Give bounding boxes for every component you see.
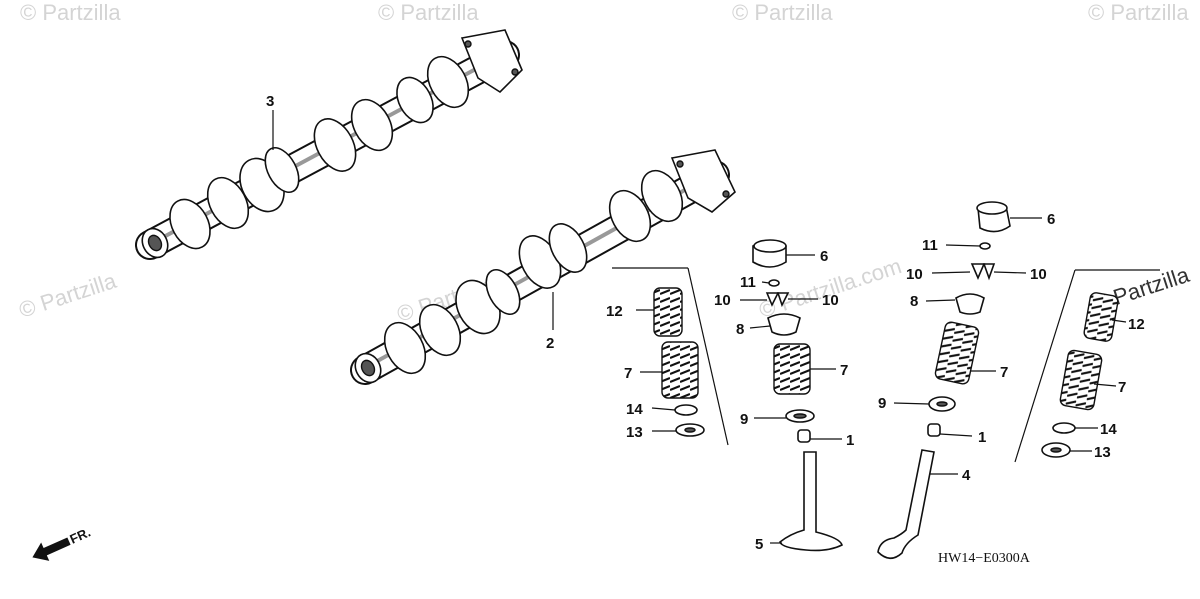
callout-5[interactable]: 5 [755,536,763,553]
watermark-text: © Partzilla [20,0,121,25]
valve-assembly-right: 6 11 10 10 8 7 9 1 4 [877,201,1055,560]
callout-7[interactable]: 7 [1118,379,1126,396]
valve-shim[interactable] [979,242,991,250]
valve-cotter[interactable] [765,292,780,307]
callout-14[interactable]: 14 [626,401,643,418]
stem-seal[interactable] [797,429,811,443]
callout-2[interactable]: 2 [546,335,554,352]
front-arrow-marker: FR. [32,524,93,561]
watermark-text: © Partzilla [1088,0,1189,25]
camshaft-lower[interactable] [350,149,736,387]
group-bracket-left [612,267,729,446]
watermark-text: © Partzilla [378,0,479,25]
callout-10[interactable]: 10 [906,266,923,283]
watermark-layer: © Partzilla © Partzilla © Partzilla © Pa… [16,0,1193,327]
stem-seal[interactable] [927,423,941,437]
cam-lobe [169,55,470,250]
callout-9[interactable]: 9 [878,395,886,412]
callout-10[interactable]: 10 [1030,266,1047,283]
spring-seat[interactable] [674,404,698,416]
valve-assembly-left: 6 11 10 10 8 7 9 1 5 [714,239,854,553]
arrow-left-icon [32,537,71,561]
inner-valve-spring[interactable] [1083,292,1119,342]
exhaust-valve[interactable] [779,451,843,552]
valve-shim[interactable] [768,279,780,287]
callout-9[interactable]: 9 [740,411,748,428]
callout-14[interactable]: 14 [1100,421,1117,438]
callout-3[interactable]: 3 [266,93,274,110]
watermark-text: © Partzilla [732,0,833,25]
diagram-code: HW14−E0300A [938,551,1031,566]
callout-13[interactable]: 13 [1094,444,1111,461]
callout-11[interactable]: 11 [922,237,938,254]
callout-11[interactable]: 11 [740,274,756,291]
spring-stack-right: 12 7 14 13 [1041,292,1145,461]
callout-4[interactable]: 4 [962,467,971,484]
cam-lobe [383,169,684,375]
callout-6[interactable]: 6 [1047,211,1055,228]
valve-cotter[interactable] [970,263,986,281]
callout-12[interactable]: 12 [606,303,623,320]
callout-13[interactable]: 13 [626,424,643,441]
callout-1[interactable]: 1 [846,432,854,449]
callout-7[interactable]: 7 [840,362,848,379]
callout-12[interactable]: 12 [1128,316,1145,333]
valve-spring[interactable] [773,343,811,395]
outer-valve-spring[interactable] [1059,349,1103,411]
callout-8[interactable]: 8 [910,293,918,310]
watermark-text: © Partzilla [16,268,120,323]
inner-valve-spring[interactable] [653,287,683,337]
front-label: FR. [68,524,93,546]
outer-valve-spring[interactable] [661,341,699,399]
spring-retainer[interactable] [955,293,985,315]
intake-valve[interactable] [877,449,935,560]
callout-1[interactable]: 1 [978,429,986,446]
spring-stack-left: 12 7 14 13 [606,287,705,441]
camshaft-upper[interactable] [135,29,523,262]
callout-7[interactable]: 7 [1000,364,1008,381]
callout-7[interactable]: 7 [624,365,632,382]
camshaft-flange [670,149,736,213]
spring-retainer[interactable] [767,313,801,336]
callout-8[interactable]: 8 [736,321,744,338]
group-bracket-right [1014,269,1160,463]
callout-10[interactable]: 10 [714,292,731,309]
callout-6[interactable]: 6 [820,248,828,265]
valve-spring[interactable] [934,321,980,385]
callout-10[interactable]: 10 [822,292,839,309]
camshaft-flange [460,29,523,94]
spring-seat[interactable] [1052,422,1076,434]
